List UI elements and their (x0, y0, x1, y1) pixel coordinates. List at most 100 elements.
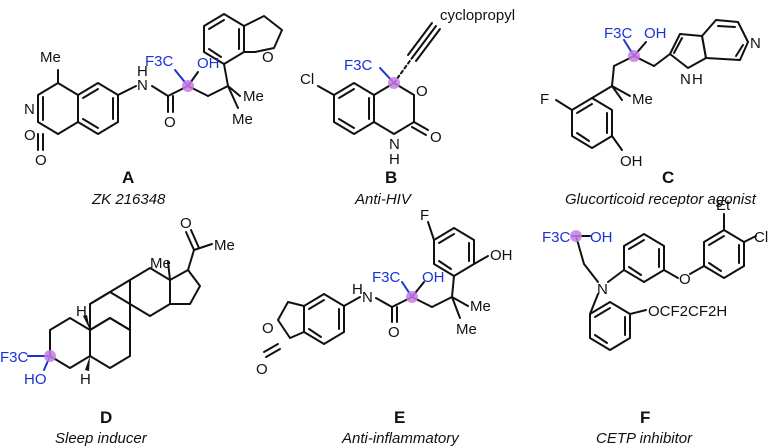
e-me-a: Me (470, 298, 491, 315)
d-f3c: F3C (0, 349, 29, 366)
c-nh: N (680, 71, 691, 88)
f-n: N (597, 281, 608, 298)
f-db (708, 262, 722, 272)
a-db (208, 48, 222, 58)
c-letter: C (662, 168, 674, 187)
a-bond (57, 82, 79, 96)
a-bond-me (227, 85, 241, 97)
d-wedge-top (83, 315, 90, 330)
d-ring-a (49, 317, 91, 369)
a-stereocenter (182, 80, 194, 92)
e-n: N (362, 289, 373, 306)
e-f: F (420, 207, 429, 224)
b-bond-cl (317, 85, 335, 96)
e-bond-oh (473, 255, 489, 265)
d-bond-co (185, 231, 195, 251)
a-benzene (77, 82, 119, 135)
b-ring (373, 82, 415, 135)
b-letter: B (385, 168, 397, 187)
d-bond-me (193, 243, 213, 251)
a-h: H (137, 63, 148, 80)
compound-f: Et Cl F3C OH O N OCF2CF2H F CETP inhibit… (542, 197, 768, 446)
f-letter: F (640, 408, 650, 427)
e-stereocenter (406, 291, 418, 303)
d-o: O (180, 215, 192, 232)
f-bond-n-benzyl (589, 293, 599, 315)
compound-b: cyclopropyl F3C Cl O O N H B Anti-HIV (300, 7, 515, 208)
d-me-angular: Me (150, 255, 171, 272)
a-me2a: Me (243, 88, 264, 105)
a-db (208, 19, 225, 30)
e-bond-co (263, 343, 279, 353)
b-cl: Cl (300, 71, 314, 88)
c-f3c: F3C (604, 25, 633, 42)
e-bond-me (451, 296, 469, 307)
a-bond-aryl (223, 63, 229, 87)
a-o-ring: O (24, 127, 36, 144)
c-stereocenter (628, 50, 640, 62)
b-n: N (389, 136, 400, 153)
b-bond-co (413, 121, 429, 131)
e-oh: OH (422, 269, 445, 286)
c-db (673, 37, 683, 54)
b-o-carbonyl: O (430, 129, 442, 146)
e-lactone (277, 301, 305, 339)
f-stereocenter (570, 230, 582, 242)
a-ring-left (37, 82, 59, 135)
e-o-ring: O (262, 320, 274, 337)
a-benzene-db (82, 118, 99, 129)
e-bond (289, 331, 305, 339)
f-bond-n-aryl (607, 269, 625, 283)
e-bond-me2 (451, 296, 461, 319)
f-caption: CETP inhibitor (596, 430, 693, 446)
b-db (338, 118, 355, 129)
f-ocf: OCF2CF2H (648, 303, 727, 320)
e-o-carbonyl: O (256, 361, 268, 378)
e-bond-nh (343, 296, 361, 307)
c-bond-me (611, 85, 631, 97)
e-o-amide: O (388, 324, 400, 341)
e-bond-co2 (265, 348, 281, 358)
a-benzene-db (82, 88, 99, 99)
d-ring-b2 (89, 291, 131, 331)
d-me-ketone: Me (214, 237, 235, 254)
a-nh: N (137, 77, 148, 94)
d-h-top: H (76, 303, 87, 320)
f-bond-n (583, 263, 599, 283)
a-n: N (24, 101, 35, 118)
a-letter: A (122, 168, 134, 187)
c-db (576, 132, 590, 142)
f-f3c: F3C (542, 229, 571, 246)
e-h: H (352, 281, 363, 298)
e-bond (431, 296, 453, 308)
d-caption: Sleep inducer (55, 430, 148, 446)
a-me: Me (40, 49, 61, 66)
a-me2b: Me (232, 111, 253, 128)
compound-c: F3C OH N N H F Me OH C Glucorticoid rece… (540, 19, 761, 208)
a-o-carbonyl: O (35, 152, 47, 169)
compound-d: O Me Me H H F3C HO D Sleep inducer (0, 215, 235, 446)
f-bond-o2 (689, 265, 705, 275)
c-db (735, 44, 744, 57)
d-bond-co2 (190, 229, 200, 249)
a-oh: OH (197, 55, 220, 72)
c-oh-phenol: OH (620, 153, 643, 170)
a-f3c: F3C (145, 53, 174, 70)
compound-e: F OH N H F3C OH O Me Me O O E Anti-infla… (256, 207, 513, 446)
b-f3c: F3C (344, 57, 373, 74)
d-ho: HO (24, 371, 47, 388)
b-o-ring: O (416, 83, 428, 100)
c-h: H (692, 71, 703, 88)
c-bond (611, 65, 615, 87)
f-db (628, 266, 642, 276)
e-bond-f (427, 221, 435, 241)
c-db (717, 25, 736, 28)
b-alkyne (411, 25, 437, 59)
b-alkyne (407, 22, 433, 56)
compound-a: Me N O O N H F3C OH O Me Me O A ZK 21634… (24, 13, 283, 208)
c-f: F (540, 91, 549, 108)
e-letter: E (394, 408, 405, 427)
c-bond-f (555, 99, 573, 111)
e-db (308, 299, 325, 310)
